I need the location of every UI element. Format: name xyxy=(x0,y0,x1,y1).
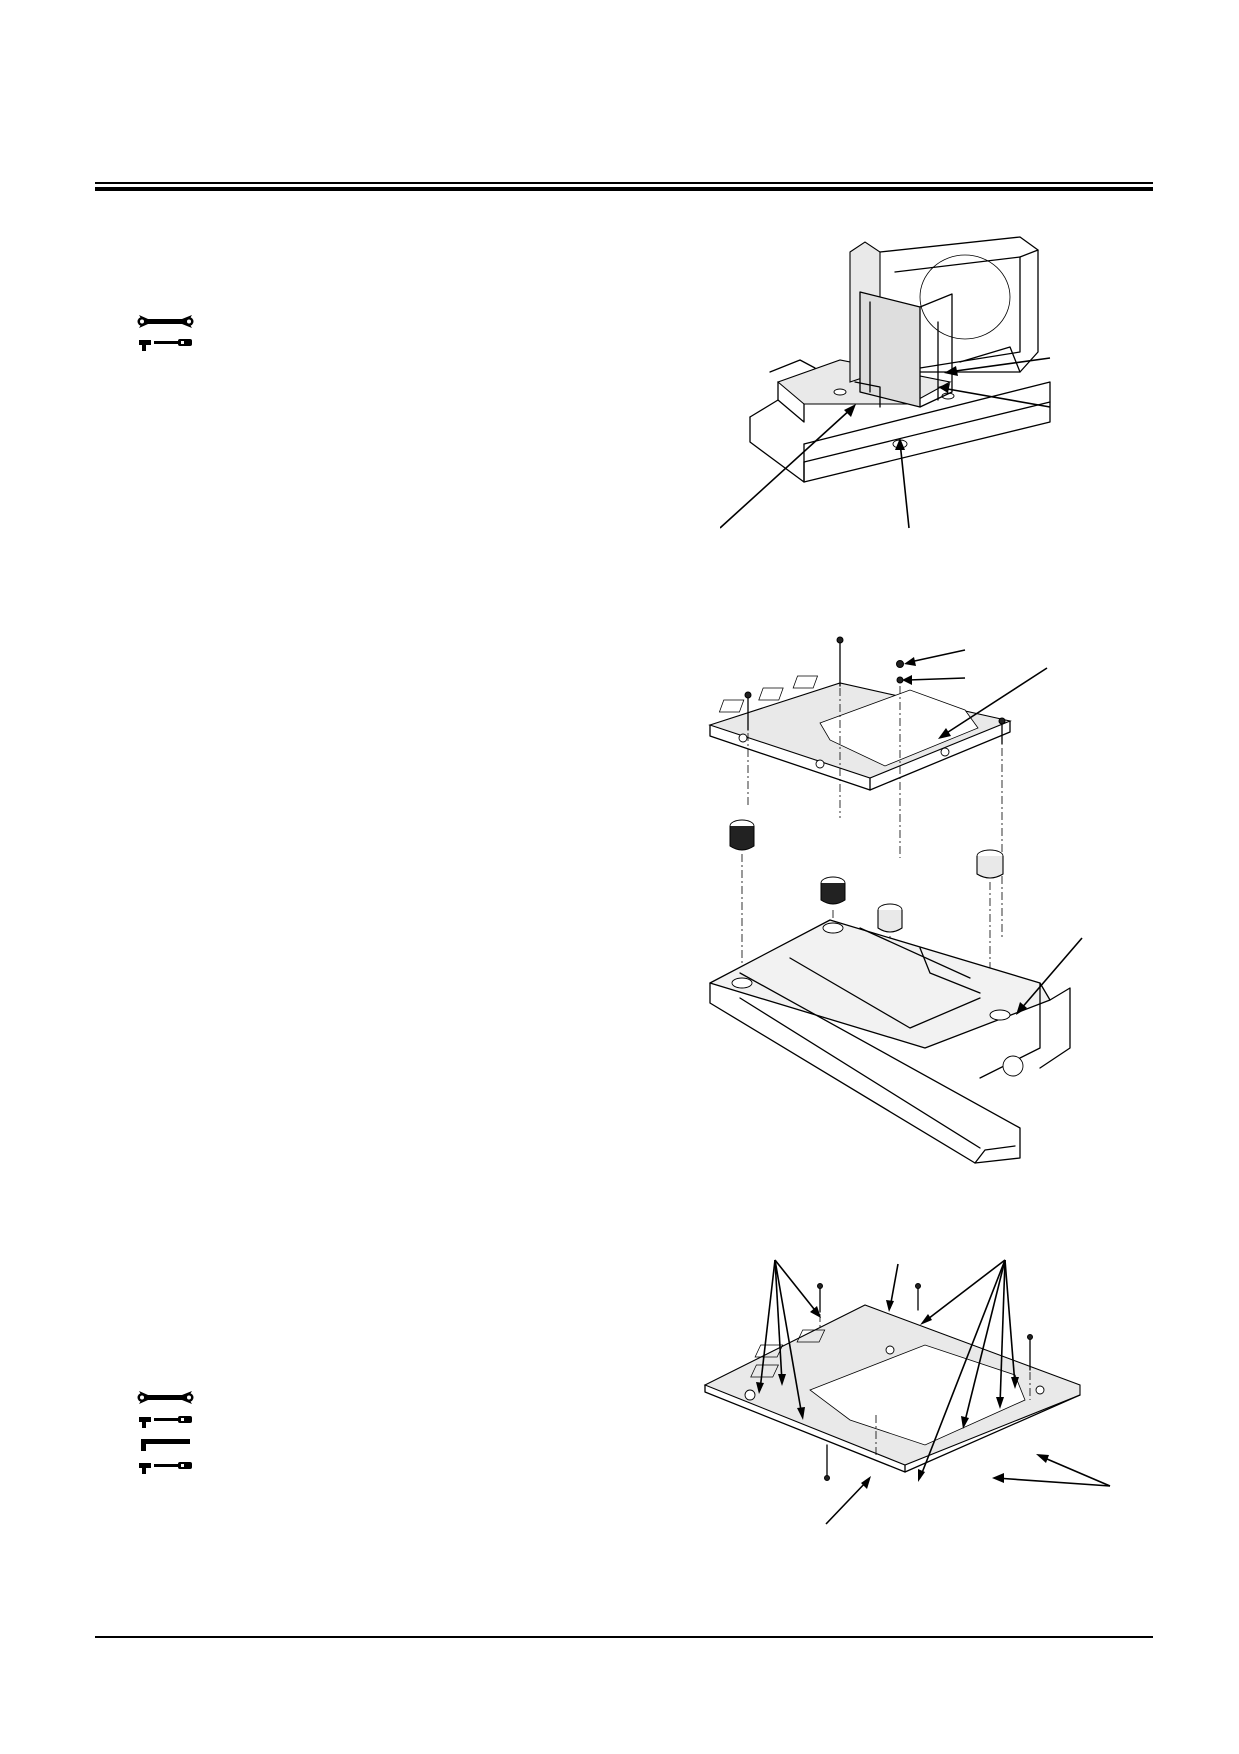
header-rule-thick xyxy=(95,187,1153,191)
tool-group-2 xyxy=(136,1387,196,1483)
rubber-mount xyxy=(976,849,1004,998)
tool-group-1 xyxy=(136,310,196,354)
hex-key-icon xyxy=(141,1439,190,1451)
figure-floor-plate-mounts xyxy=(680,628,1090,1198)
header-rule-thin xyxy=(95,182,1153,184)
socket-wrench-icon xyxy=(139,339,192,351)
figure-floor-plate-bolts xyxy=(700,1250,1120,1525)
rubber-mount xyxy=(729,819,755,978)
socket-wrench-icon xyxy=(139,1462,192,1474)
open-end-wrench-icon xyxy=(137,315,194,328)
open-end-wrench-icon xyxy=(137,1391,194,1404)
figure-cab-frame xyxy=(720,232,1070,532)
footer-rule xyxy=(95,1636,1153,1638)
socket-wrench-icon xyxy=(139,1416,192,1428)
